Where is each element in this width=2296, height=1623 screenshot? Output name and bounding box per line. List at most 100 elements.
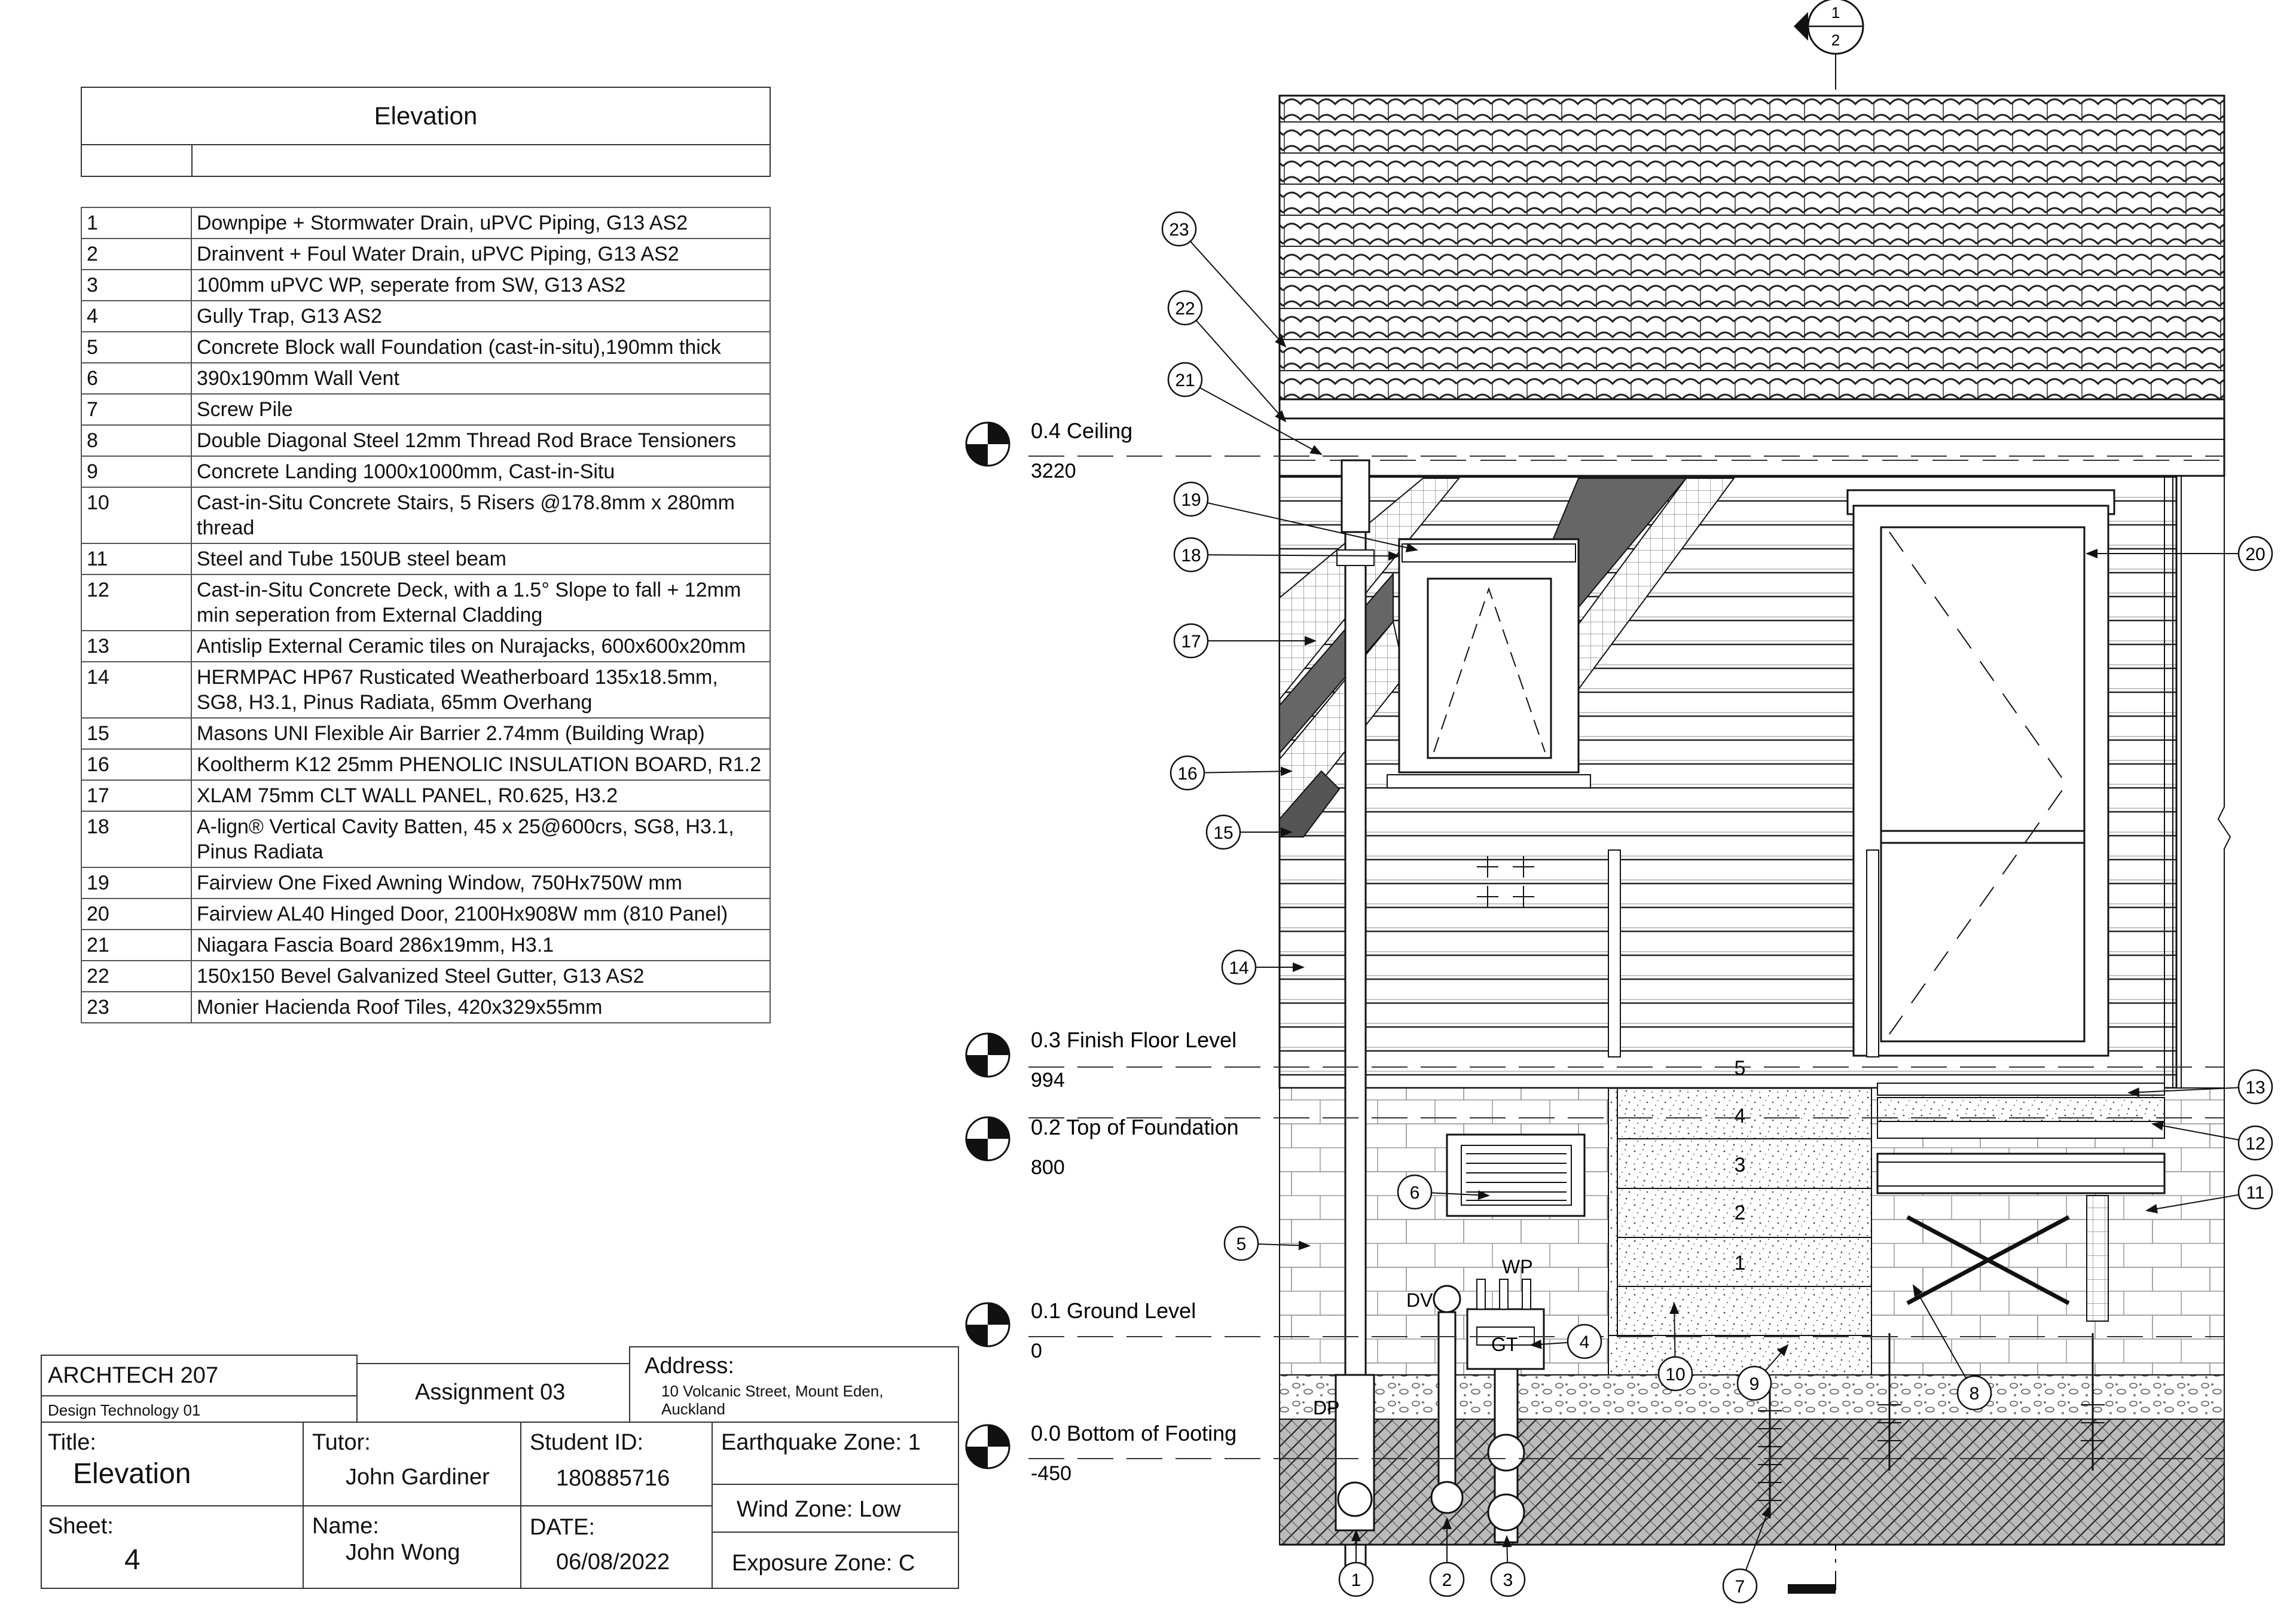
service-marks: [1477, 856, 1534, 907]
callout-4: 4: [1529, 1324, 1602, 1359]
level-lines: [1028, 456, 2224, 1459]
legend-number: 10: [81, 487, 192, 544]
tag-dp: DP: [1313, 1397, 1339, 1419]
roof-tiles: [1278, 94, 2225, 402]
legend-number: 15: [81, 717, 192, 750]
callout-number: 10: [1665, 1365, 1685, 1384]
legend-description: Antislip External Ceramic tiles on Nuraj…: [191, 630, 771, 662]
section-marker-bottom: 2: [1831, 31, 1840, 49]
legend-description: Niagara Fascia Board 286x19mm, H3.1: [191, 929, 771, 961]
tag-wp: WP: [1502, 1256, 1533, 1277]
legend-description: Concrete Landing 1000x1000mm, Cast-in-Si…: [191, 456, 771, 488]
legend-header: Elevation: [81, 87, 771, 177]
exposure-zone-cell: Exposure Zone: C: [712, 1532, 959, 1589]
screw-piles: [1758, 1333, 2105, 1518]
legend-number: 13: [81, 630, 192, 662]
legend-number: 7: [81, 393, 192, 426]
address-label: Address:: [645, 1353, 734, 1379]
legend-number: 9: [81, 456, 192, 488]
callout-number: 21: [1175, 371, 1195, 390]
callout-number: 22: [1175, 299, 1195, 319]
legend-description: Monier Hacienda Roof Tiles, 420x329x55mm: [191, 991, 771, 1023]
riser-4: 4: [1735, 1105, 1746, 1127]
callout-5: 5: [1223, 1225, 1311, 1261]
legend-number: 14: [81, 661, 192, 719]
callout-11: 11: [2145, 1174, 2273, 1214]
title-value: Elevation: [73, 1458, 191, 1490]
legend-title: Elevation: [82, 88, 770, 145]
level-label: 0.2 Top of Foundation: [1031, 1115, 1239, 1139]
name-value: John Wong: [346, 1540, 460, 1565]
callout-number: 2: [1442, 1570, 1452, 1590]
legend-description: Kooltherm K12 25mm PHENOLIC INSULATION B…: [191, 748, 771, 781]
callout-1: 1: [1338, 1529, 1374, 1597]
student-id-value: 180885716: [556, 1466, 670, 1491]
subject-cell: Design Technology 01: [41, 1395, 358, 1423]
legend-number: 20: [81, 898, 192, 930]
assignment-cell: Assignment 03: [356, 1363, 630, 1423]
tutor-label: Tutor:: [312, 1430, 371, 1455]
legend-description: Screw Pile: [191, 393, 771, 426]
legend-number: 3: [81, 269, 192, 301]
callout-number: 14: [1229, 958, 1248, 978]
legend-description: A-lign® Vertical Cavity Batten, 45 x 25@…: [191, 811, 771, 868]
level-value: -450: [1031, 1462, 1071, 1485]
callout-3: 3: [1490, 1535, 1526, 1597]
wind-zone: Wind Zone: Low: [737, 1497, 901, 1522]
course-cell: ARCHTECH 207: [41, 1355, 358, 1396]
name-cell: Name: John Wong: [303, 1505, 521, 1589]
callout-number: 15: [1213, 823, 1233, 843]
section-bar: [1788, 1584, 1836, 1594]
callout-21: 21: [1167, 362, 1323, 455]
date-cell: DATE: 06/08/2022: [520, 1505, 713, 1589]
legend-description: Masons UNI Flexible Air Barrier 2.74mm (…: [191, 717, 771, 750]
legend-description: Fairview One Fixed Awning Window, 750Hx7…: [191, 867, 771, 899]
legend-divider: [191, 144, 193, 176]
callout-number: 17: [1181, 632, 1201, 652]
legend-number: 6: [81, 362, 192, 395]
level-value: 3220: [1031, 460, 1076, 482]
section-marker-top: 1: [1831, 4, 1840, 22]
callout-number: 3: [1503, 1570, 1513, 1590]
tutor-cell: Tutor: John Gardiner: [303, 1422, 521, 1506]
level-label: 0.3 Finish Floor Level: [1031, 1028, 1236, 1052]
address-line1: 10 Volcanic Street, Mount Eden,: [661, 1382, 884, 1400]
assignment-name: Assignment 03: [415, 1380, 566, 1405]
legend-number: 8: [81, 424, 192, 457]
address-cell: Address: 10 Volcanic Street, Mount Eden,…: [629, 1346, 959, 1423]
callout-number: 1: [1351, 1570, 1361, 1590]
legend-description: Downpipe + Stormwater Drain, uPVC Piping…: [191, 207, 771, 239]
legend-description: 390x190mm Wall Vent: [191, 362, 771, 395]
exposure-zone: Exposure Zone: C: [732, 1551, 915, 1576]
earthquake-zone: Earthquake Zone: 1: [721, 1430, 921, 1455]
callout-9: 9: [1736, 1344, 1789, 1401]
callout-15: 15: [1205, 814, 1293, 850]
legend-description: Steel and Tube 150UB steel beam: [191, 543, 771, 575]
callout-18: 18: [1173, 537, 1400, 573]
legend-description: Cast-in-Situ Concrete Stairs, 5 Risers @…: [191, 487, 771, 544]
gutter: [1278, 398, 2225, 421]
callout-22: 22: [1167, 290, 1287, 423]
subject-name: Design Technology 01: [48, 1401, 201, 1419]
legend-description: Concrete Block wall Foundation (cast-in-…: [191, 331, 771, 363]
sheet-cell: Sheet: 4: [41, 1505, 304, 1589]
legend-description: XLAM 75mm CLT WALL PANEL, R0.625, H3.2: [191, 780, 771, 812]
post-left: [1608, 849, 1621, 1057]
legend-number: 16: [81, 748, 192, 781]
legend-number: 4: [81, 300, 192, 332]
